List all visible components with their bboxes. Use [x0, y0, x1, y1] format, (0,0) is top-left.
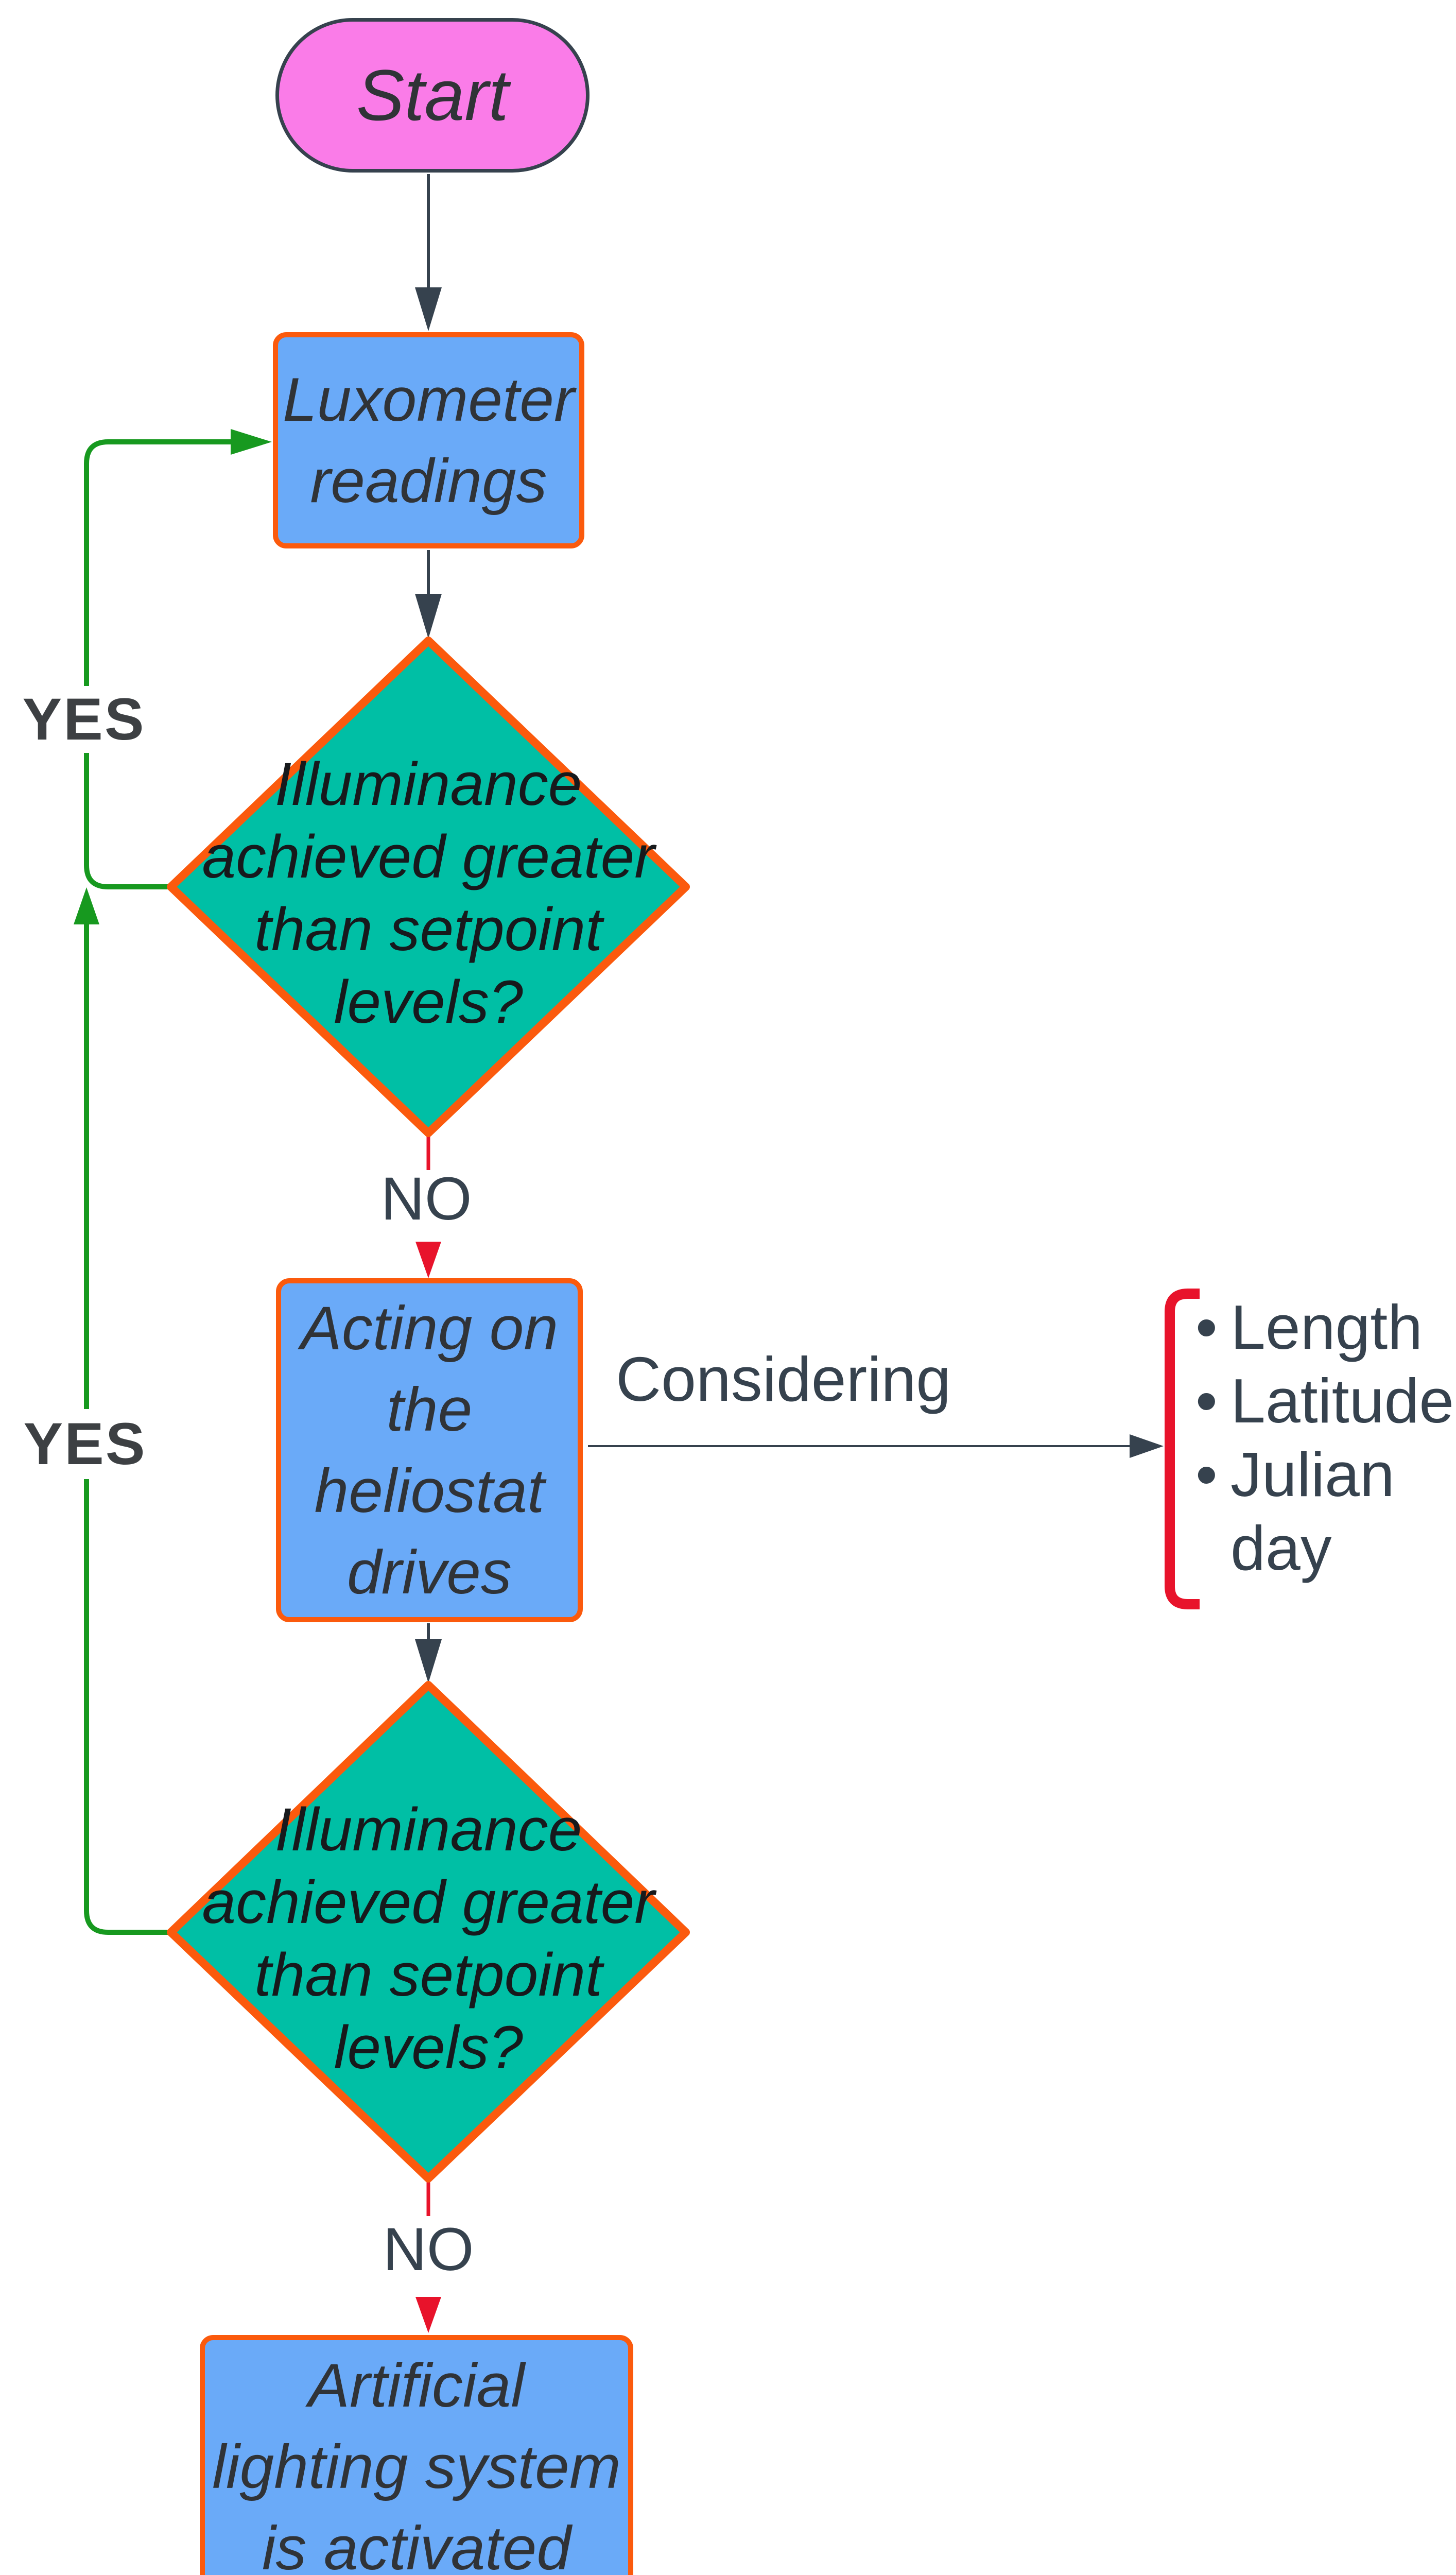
yes-label-2: YES	[22, 1409, 148, 1479]
no-label-1: NO	[380, 1165, 472, 1233]
considerations-list: Length Latitude Julian day	[1195, 1291, 1456, 1585]
start-label: Start	[356, 55, 509, 135]
no-label-2: NO	[383, 2216, 474, 2284]
luxometer-node: Luxometer readings	[273, 332, 584, 548]
node-line: is activated	[262, 2514, 571, 2575]
list-item: Latitude	[1195, 1364, 1456, 1438]
node-line: lighting system	[212, 2432, 621, 2501]
node-line: readings	[310, 447, 547, 516]
yes-edge-2	[74, 887, 171, 1935]
arrowhead-down-icon	[415, 1639, 442, 1683]
arrowhead-down-icon	[415, 594, 442, 639]
arrowhead-up-icon	[74, 887, 99, 924]
node-line: Artificial	[308, 2351, 525, 2420]
no-edge-1	[415, 1135, 441, 1278]
arrowhead-right-icon	[1130, 1434, 1164, 1458]
decision-2-shape	[167, 1681, 690, 2183]
flow-edge-start-luxometer	[415, 174, 442, 331]
bracket-icon	[1165, 1289, 1200, 1609]
arrowhead-down-icon	[415, 2297, 441, 2333]
node-line: drives	[346, 1538, 512, 1607]
considering-label: Considering	[616, 1344, 951, 1414]
flow-edge-luxometer-decision1	[415, 550, 442, 639]
node-line: Acting on	[300, 1294, 559, 1363]
flow-edge-acting-decision2	[415, 1623, 442, 1683]
node-line: the	[386, 1375, 473, 1444]
yes-label-1: YES	[21, 686, 147, 753]
arrowhead-right-icon	[231, 429, 272, 455]
decision-1-shape	[167, 637, 690, 1137]
edge-line	[84, 924, 171, 1935]
list-item: Julian day	[1195, 1438, 1456, 1585]
considering-arrow	[588, 1434, 1164, 1458]
acting-node: Acting on the heliostat drives	[276, 1278, 583, 1622]
start-node: Start	[275, 18, 590, 173]
arrowhead-down-icon	[415, 287, 442, 331]
artificial-node: Artificial lighting system is activated	[200, 2335, 633, 2575]
no-edge-2	[415, 2180, 441, 2333]
node-line: Luxometer	[283, 365, 575, 434]
list-item: Length	[1195, 1291, 1456, 1364]
yes-edge-1	[84, 429, 272, 889]
edge-line	[84, 439, 232, 889]
arrowhead-down-icon	[415, 1242, 441, 1278]
node-line: heliostat	[314, 1456, 545, 1525]
